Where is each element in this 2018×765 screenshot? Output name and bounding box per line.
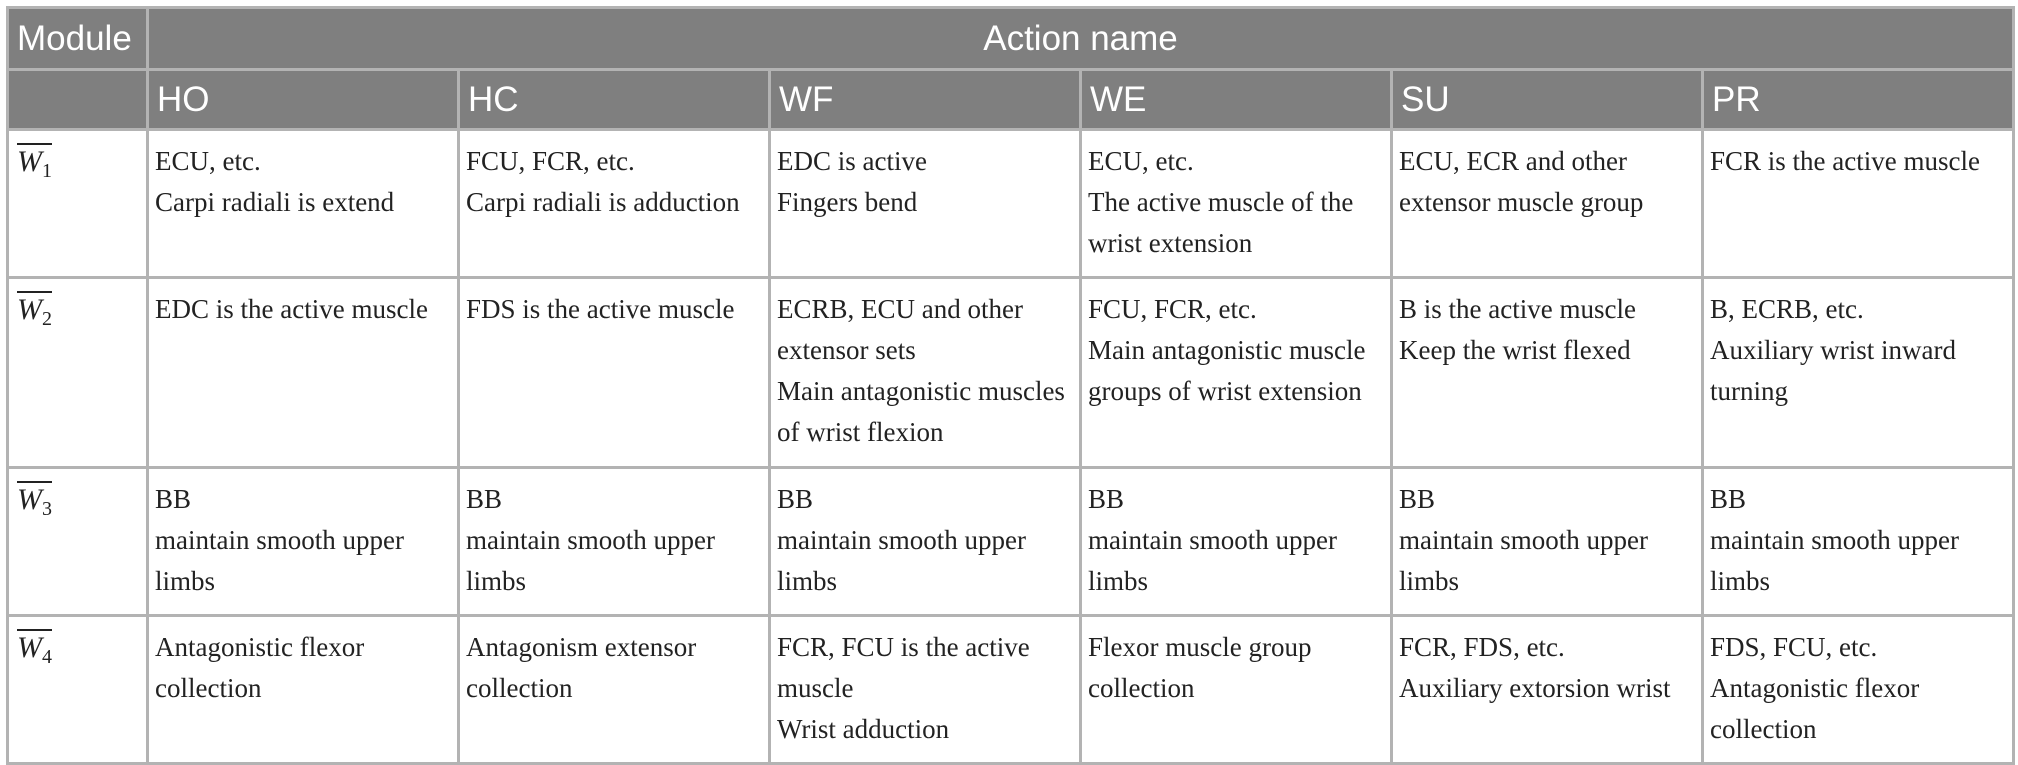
module-symbol: W3	[17, 481, 52, 524]
module-header-blank	[6, 68, 149, 131]
table-cell: BB maintain smooth upper limbs	[457, 466, 771, 617]
table-cell: EDC is active Fingers bend	[768, 128, 1082, 279]
table-row: W4 Antagonistic flexor collection Antago…	[6, 614, 2015, 765]
table-cell: FDS, FCU, etc. Antagonistic flexor colle…	[1701, 614, 2015, 765]
header-row-2: HO HC WF WE SU PR	[6, 68, 2015, 131]
table-cell: FCR is the active muscle	[1701, 128, 2015, 279]
table-cell: B, ECRB, etc. Auxiliary wrist inward tur…	[1701, 276, 2015, 469]
table-cell: ECU, etc. The active muscle of the wrist…	[1079, 128, 1393, 279]
table-cell: Antagonism extensor collection	[457, 614, 771, 765]
action-header-ho: HO	[146, 68, 460, 131]
action-header-wf: WF	[768, 68, 1082, 131]
table-cell: FCR, FDS, etc. Auxiliary extorsion wrist	[1390, 614, 1704, 765]
table-cell: B is the active muscle Keep the wrist fl…	[1390, 276, 1704, 469]
table-cell: EDC is the active muscle	[146, 276, 460, 469]
muscle-synergy-table: Module Action name HO HC WF WE SU PR W1 …	[6, 6, 2015, 765]
table-cell: FCU, FCR, etc. Main antagonistic muscle …	[1079, 276, 1393, 469]
table-cell: ECRB, ECU and other extensor sets Main a…	[768, 276, 1082, 469]
action-header-su: SU	[1390, 68, 1704, 131]
action-header-pr: PR	[1701, 68, 2015, 131]
table-row: W2 EDC is the active muscle FDS is the a…	[6, 276, 2015, 469]
module-cell: W3	[6, 466, 149, 617]
table-cell: BB maintain smooth upper limbs	[1390, 466, 1704, 617]
header-row-1: Module Action name	[6, 6, 2015, 71]
action-name-header: Action name	[146, 6, 2015, 71]
table-cell: Flexor muscle group collection	[1079, 614, 1393, 765]
table-cell: ECU, etc. Carpi radiali is extend	[146, 128, 460, 279]
table-cell: ECU, ECR and other extensor muscle group	[1390, 128, 1704, 279]
table-cell: FCU, FCR, etc. Carpi radiali is adductio…	[457, 128, 771, 279]
module-header: Module	[6, 6, 149, 71]
table-cell: BB maintain smooth upper limbs	[1079, 466, 1393, 617]
module-symbol: W4	[17, 629, 52, 672]
action-header-hc: HC	[457, 68, 771, 131]
module-cell: W1	[6, 128, 149, 279]
table-cell: FDS is the active muscle	[457, 276, 771, 469]
table-cell: Antagonistic flexor collection	[146, 614, 460, 765]
table-cell: BB maintain smooth upper limbs	[1701, 466, 2015, 617]
module-symbol: W2	[17, 291, 52, 334]
module-cell: W4	[6, 614, 149, 765]
table-row: W1 ECU, etc. Carpi radiali is extend FCU…	[6, 128, 2015, 279]
action-header-we: WE	[1079, 68, 1393, 131]
table-cell: BB maintain smooth upper limbs	[146, 466, 460, 617]
table-row: W3 BB maintain smooth upper limbs BB mai…	[6, 466, 2015, 617]
table-cell: BB maintain smooth upper limbs	[768, 466, 1082, 617]
table-cell: FCR, FCU is the active muscle Wrist addu…	[768, 614, 1082, 765]
module-symbol: W1	[17, 143, 52, 186]
module-cell: W2	[6, 276, 149, 469]
